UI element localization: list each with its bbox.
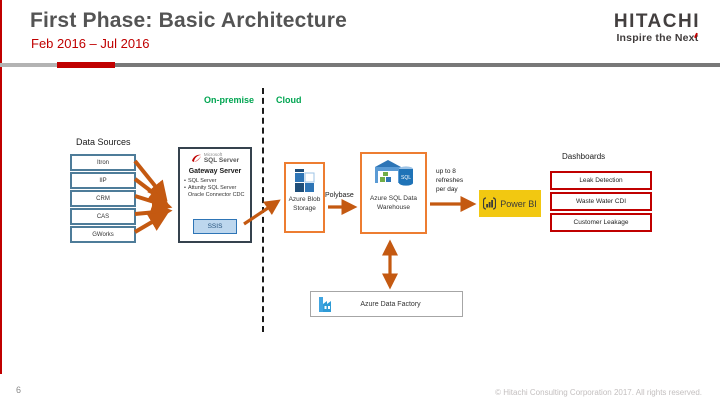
- power-bi-label: Power BI: [500, 198, 537, 209]
- ssis-box[interactable]: SSIS: [193, 219, 237, 234]
- zone-label-cloud: Cloud: [276, 95, 302, 105]
- refresh-note: up to 8 refreshes per day: [436, 168, 464, 193]
- gateway-bullet-list: •SQL Server •Attunity SQL Server Oracle …: [184, 178, 248, 199]
- data-sources-label: Data Sources: [76, 137, 131, 147]
- sql-server-swoosh-icon: [191, 154, 201, 162]
- hitachi-logo-word: HITACHI: [613, 11, 700, 32]
- power-bi-icon: [483, 197, 497, 210]
- dashboard-box[interactable]: Leak Detection: [550, 171, 652, 190]
- page-title: First Phase: Basic Architecture: [30, 9, 348, 32]
- zone-label-on-premise: On-premise: [204, 95, 255, 105]
- sql-server-logo: Microsoft SQL Server: [180, 152, 250, 164]
- azure-blob-storage-box[interactable]: Azure Blob Storage: [284, 162, 325, 233]
- data-source-box[interactable]: IIP: [70, 172, 136, 189]
- header-divider-accent: [57, 62, 115, 68]
- azure-blob-storage-label: Azure Blob Storage: [288, 196, 321, 212]
- page-subtitle: Feb 2016 – Jul 2016: [31, 36, 150, 51]
- azure-sql-dw-icon: SQL: [374, 160, 413, 186]
- bullet-marker: •: [184, 178, 186, 184]
- bullet-text: SQL Server: [187, 178, 217, 184]
- azure-data-factory-icon: [319, 296, 331, 312]
- zone-separator-dashed-line: [262, 88, 264, 332]
- power-bi-box[interactable]: Power BI: [479, 190, 541, 217]
- polybase-label: Polybase: [325, 192, 354, 199]
- azure-data-factory-label: Azure Data Factory: [360, 300, 421, 308]
- page-number: 6: [16, 385, 22, 395]
- left-accent-bar: [0, 0, 2, 374]
- azure-sql-dw-box[interactable]: SQL Azure SQL Data Warehouse: [360, 152, 427, 234]
- gateway-server-box[interactable]: Microsoft SQL Server Gateway Server •SQL…: [178, 147, 252, 243]
- dashboard-box[interactable]: Customer Leakage: [550, 213, 652, 232]
- hitachi-logo-tagline: Inspire the Next: [614, 33, 700, 44]
- header-divider-right: [115, 63, 720, 67]
- gateway-bullet: •SQL Server: [184, 178, 248, 185]
- data-source-box[interactable]: CRM: [70, 190, 136, 207]
- gateway-server-title: Gateway Server: [188, 168, 242, 175]
- bullet-text: Attunity SQL Server Oracle Connector CDC: [187, 185, 245, 199]
- svg-text:SQL: SQL: [400, 175, 410, 181]
- hitachi-logo: HITACHI Inspire the Next: [614, 12, 700, 44]
- bullet-marker: •: [184, 185, 186, 192]
- azure-data-factory-box[interactable]: Azure Data Factory: [310, 291, 463, 317]
- sql-logo-brand: Microsoft: [203, 152, 223, 157]
- gateway-bullet: •Attunity SQL Server Oracle Connector CD…: [184, 185, 248, 199]
- data-source-box[interactable]: CAS: [70, 208, 136, 225]
- dashboards-label: Dashboards: [562, 152, 606, 161]
- azure-sql-dw-label: Azure SQL Data Warehouse: [369, 195, 418, 211]
- azure-blob-storage-icon: [294, 169, 314, 192]
- sql-logo-product: SQL Server: [203, 156, 240, 164]
- header-divider-left: [0, 63, 57, 67]
- dashboard-box[interactable]: Waste Water CDI: [550, 192, 652, 211]
- copyright-text: © Hitachi Consulting Corporation 2017. A…: [495, 388, 702, 397]
- hitachi-tagline-text: Inspire the Next: [616, 32, 699, 44]
- data-source-box[interactable]: GWorks: [70, 226, 136, 243]
- data-source-box[interactable]: Itron: [70, 154, 136, 171]
